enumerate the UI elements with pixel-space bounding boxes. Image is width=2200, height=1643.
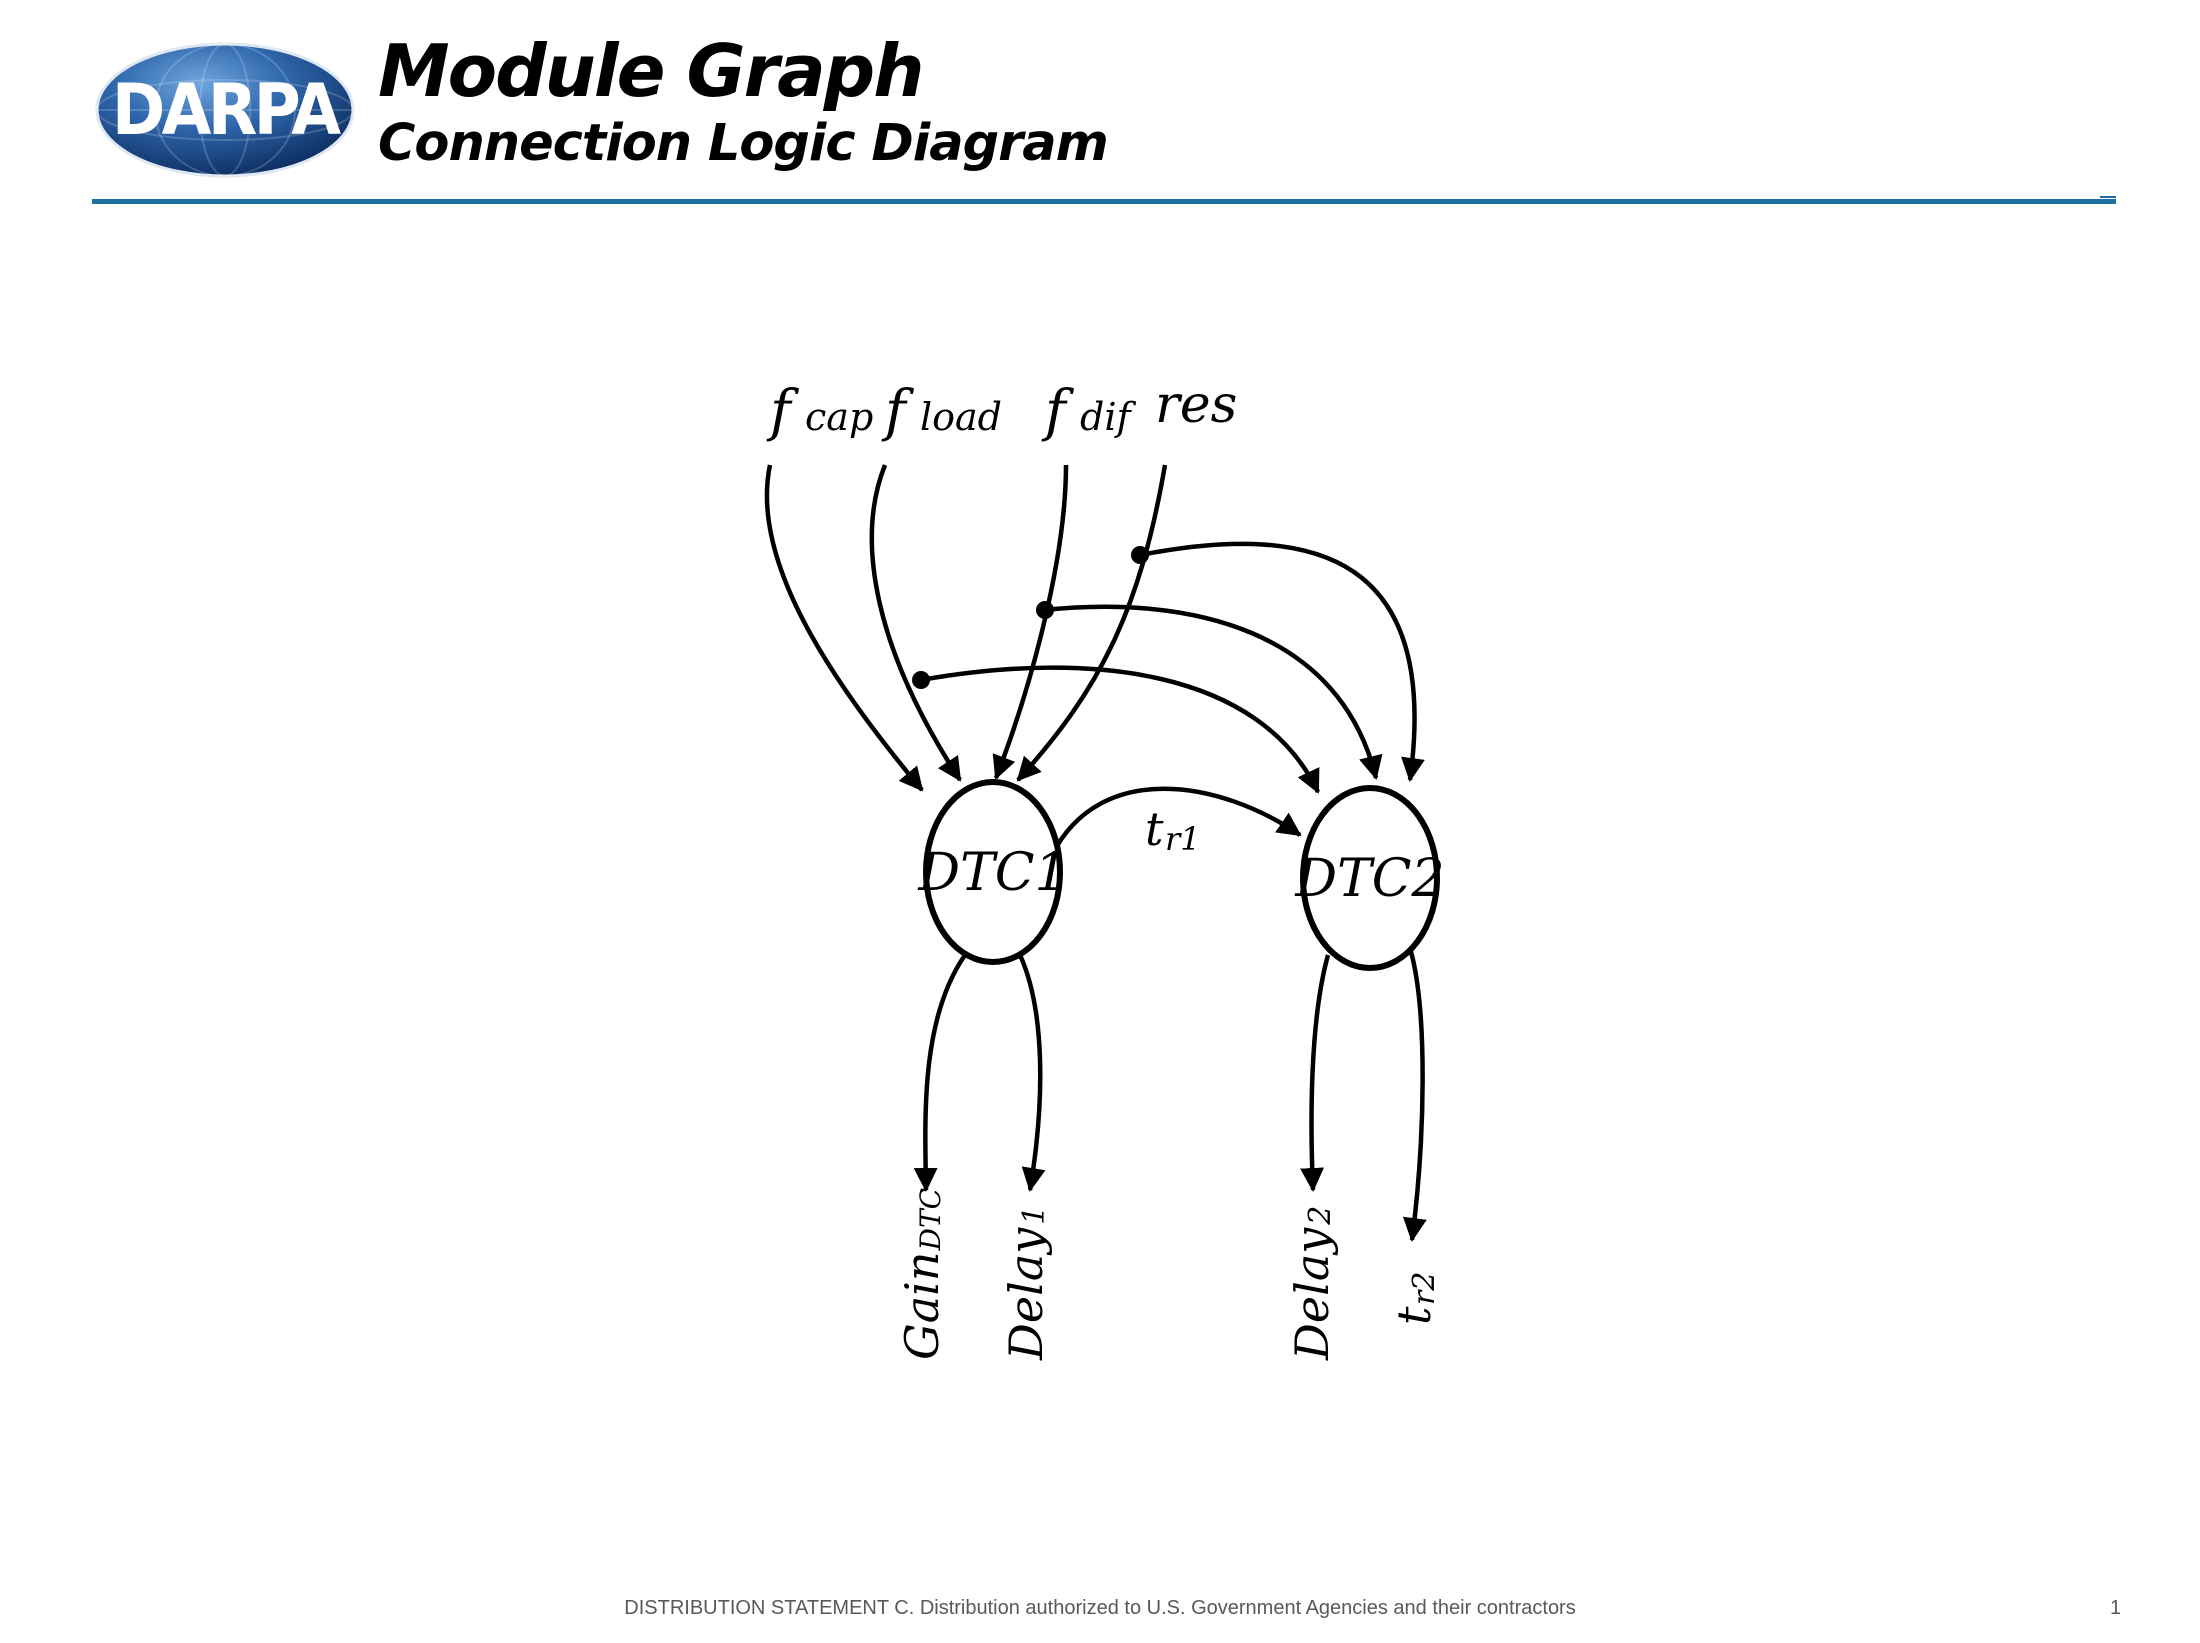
input-fdif-sub: dif [1080,395,1136,439]
output-delay1-sub: 1 [1017,1206,1052,1225]
edge-res-to-dtc2 [1139,541,1425,782]
node-dtc1: DTC1 [917,779,1068,965]
link-tr1-sub: r1 [1165,820,1201,858]
input-label-fcap: f cap [766,379,873,444]
node-dtc2-label: DTC2 [1294,849,1444,909]
input-label-fload: f load [881,379,1002,444]
output-tr2-sub: r2 [1407,1272,1442,1305]
output-label-delay2: Delay 2 [1285,1206,1339,1361]
output-tr2-base: t [1387,1306,1441,1325]
output-label-gain: Gain DTC [895,1188,949,1360]
output-label-delay1: Delay 1 [999,1206,1053,1361]
darpa-logo: DARPA [95,42,355,178]
module-graph-diagram: DTC1 DTC2 f cap f load f dif res t r1 Ga… [764,375,1445,1361]
edge-dtc2-to-delay2 [1300,954,1331,1192]
page-subtitle: Connection Logic Diagram [378,114,1109,173]
output-label-tr2: t r2 [1387,1272,1442,1325]
edge-dtc2-to-tr2 [1402,947,1427,1242]
link-tr1-base: t [1145,802,1164,856]
header-rule [92,199,2116,204]
output-delay1-base: Delay [999,1227,1053,1361]
header-titles: Module Graph Connection Logic Diagram [378,28,1109,174]
output-delay2-sub: 2 [1303,1206,1338,1226]
distribution-statement: DISTRIBUTION STATEMENT C. Distribution a… [624,1597,1576,1619]
logo-text: DARPA [112,69,341,150]
edge-fcap-to-dtc1 [764,464,924,792]
edge-dtc1-to-gain [913,953,967,1192]
junction-fdif [1036,601,1054,619]
junction-res [1131,546,1149,564]
input-fload-sub: load [920,395,1002,439]
input-fcap-sub: cap [805,395,873,439]
edge-dtc1-to-dtc2 [1049,786,1302,857]
input-res-base: res [1155,375,1237,435]
node-dtc1-label: DTC1 [917,843,1067,903]
input-label-fdif: f dif [1041,379,1136,444]
link-label-tr1: t r1 [1145,802,1201,858]
header-rule-tick [2100,196,2116,198]
input-label-res: res [1155,375,1237,435]
node-dtc2: DTC2 [1294,785,1445,971]
input-fload-base: f [881,379,915,444]
input-fcap-base: f [766,379,800,444]
output-gain-sub: DTC [914,1188,947,1252]
edge-fdif-to-dtc2 [1044,604,1383,780]
page-title: Module Graph [378,29,924,113]
input-fdif-base: f [1041,379,1075,444]
edge-fload-to-dtc2 [920,665,1321,794]
edge-fdif-to-dtc1 [992,464,1069,780]
output-delay2-base: Delay [1285,1227,1339,1361]
page-number: 1 [2110,1597,2122,1619]
edge-res-to-dtc1 [1016,464,1168,782]
junction-fload [912,671,930,689]
edge-fload-to-dtc1 [869,464,962,782]
edge-dtc1-to-delay1 [1017,954,1046,1192]
output-gain-base: Gain [895,1251,949,1360]
